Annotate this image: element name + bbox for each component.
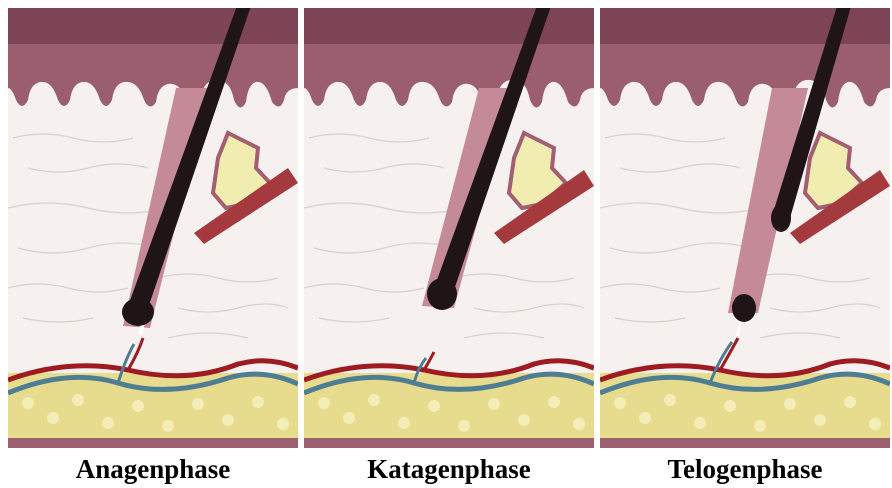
hair-bulb bbox=[122, 298, 154, 326]
katagen-panel bbox=[304, 8, 594, 448]
club-hair-end bbox=[771, 204, 791, 232]
telogen-panel bbox=[600, 8, 890, 448]
anagen-illustration bbox=[8, 8, 298, 448]
base-layer bbox=[304, 438, 594, 448]
fat-layer bbox=[600, 373, 890, 441]
anagen-panel bbox=[8, 8, 298, 448]
katagen-label: Katagenphase bbox=[304, 452, 594, 486]
anagen-label: Anagenphase bbox=[8, 452, 298, 486]
fat-layer bbox=[304, 373, 594, 441]
fat-layer bbox=[8, 373, 298, 441]
hair-bulb bbox=[427, 278, 457, 310]
katagen-illustration bbox=[304, 8, 594, 448]
base-layer bbox=[8, 438, 298, 448]
skin-surface bbox=[8, 8, 298, 44]
base-layer bbox=[600, 438, 890, 448]
skin-surface bbox=[304, 8, 594, 44]
telogen-label: Telogenphase bbox=[600, 452, 890, 486]
telogen-illustration bbox=[600, 8, 890, 448]
new-hair-bulb bbox=[732, 294, 756, 322]
